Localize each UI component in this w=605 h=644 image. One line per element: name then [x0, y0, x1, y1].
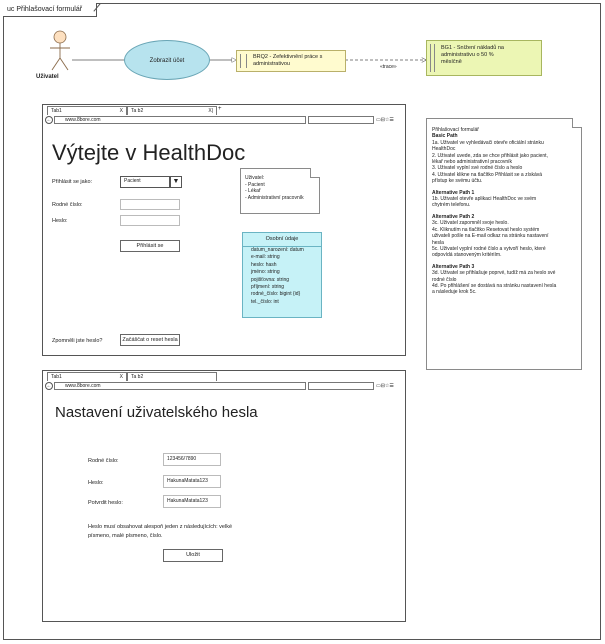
class-attribute: heslo: hash — [251, 261, 277, 268]
class-attribute: datum_narození: datum — [251, 247, 304, 253]
roles-note-line: - Lékař — [245, 188, 261, 195]
diagram-frame-title: uc Přihlašovací formulář — [3, 3, 98, 17]
spec-line: 3c. Uživatel zapomněl svoje heslo. — [432, 220, 509, 227]
reset-password-label: Heslo: — [88, 480, 104, 486]
forgot-password-label: Zpomněli jste heslo? — [52, 338, 103, 344]
requirement-text-line-2: administrativou — [253, 61, 290, 67]
reset-birth-label: Rodné číslo: — [88, 458, 119, 464]
actor-figure — [50, 30, 70, 71]
spec-alt1-head: Alternative Path 1 — [432, 189, 475, 196]
roles-note-line: - Administrativní pracovník — [245, 194, 304, 201]
login-tab-2[interactable]: Ta b2 X| — [127, 106, 217, 115]
reset-tab-2[interactable]: Ta b2 — [127, 372, 217, 381]
roles-note-line: - Pacient — [245, 181, 265, 188]
new-tab-icon[interactable]: + — [218, 106, 222, 112]
reset-password-button[interactable]: Začáščat o reset hesla — [120, 334, 180, 346]
reset-search-bar[interactable] — [308, 382, 374, 390]
trace-label: «trace» — [380, 64, 397, 70]
login-as-select[interactable]: Pacient — [120, 176, 170, 188]
browser-controls-icon[interactable]: ▭⊟☆☰ — [376, 383, 394, 389]
spec-line: lékař nebo administrativní pracovník — [432, 159, 513, 166]
spec-line: 1b. Uživatel otevře aplikaci HealthDoc v… — [432, 196, 537, 203]
personal-data-class: Osobní údaje datum_narození: datum e-mai… — [242, 232, 322, 318]
login-as-label: Přihlásit se jako: — [52, 179, 93, 185]
spec-line: přístup ke svému účtu. — [432, 178, 483, 185]
login-browser-window — [42, 104, 406, 356]
spec-line: 5c. Uživatel vyplní rodné číslo a vytvoř… — [432, 245, 546, 252]
spec-basic-head: Basic Path — [432, 133, 458, 140]
class-attribute: jméno: string — [251, 269, 280, 276]
birth-number-label: Rodné číslo: — [52, 202, 83, 208]
save-button[interactable]: Uložit — [163, 549, 223, 562]
password-label: Heslo: — [52, 218, 68, 224]
spec-alt3-head: Alternative Path 3 — [432, 263, 475, 270]
password-rule-line-2: písmeno, malé písmeno, číslo. — [88, 533, 163, 539]
spec-line: 1a. Uživatel ve vyhledávači otevře ofici… — [432, 139, 544, 146]
spec-line: a následuje krok 5c. — [432, 289, 477, 296]
login-tab-2-label: Ta b2 — [131, 108, 144, 114]
spec-line: 4d. Po přihlášení se dostává na stránku … — [432, 282, 557, 289]
spec-line: 3. Uživatel vyplní své rodné číslo a hes… — [432, 165, 523, 172]
requirement-box: BRQ2 - Zefektivnění práce s administrati… — [236, 50, 346, 72]
requirement-text-line-1: BRQ2 - Zefektivnění práce s — [253, 54, 323, 60]
spec-line: hesla — [432, 239, 444, 246]
spec-line: 4. Uživatel klikne na tlačítko Přihlásit… — [432, 171, 543, 178]
browser-controls-icon[interactable]: ▭⊟☆☰ — [376, 117, 394, 123]
birth-number-input[interactable] — [120, 199, 180, 210]
roles-note: Uživatel: - Pacient - Lékař - Administra… — [240, 168, 320, 214]
password-rule-line-1: Heslo musí obsahovat alespoň jeden z nás… — [88, 524, 233, 530]
password-input[interactable] — [120, 215, 180, 226]
use-case-zobrazit-ucet: Zobrazit účet — [124, 40, 210, 80]
goal-text-line-2: administrativu o 50 % — [441, 52, 494, 58]
goal-text-line-3: měsíčně — [441, 59, 462, 65]
close-icon[interactable]: X — [119, 108, 123, 114]
spec-note: Přihlašovací formulář Basic Path 1a. Uži… — [426, 118, 582, 370]
spec-line: 3d. Uživatel se přihlašuje poprvé, tudíž… — [432, 270, 556, 277]
class-attribute: příjmení: string — [251, 284, 285, 291]
class-attribute: tel._číslo: int — [251, 298, 279, 305]
login-button[interactable]: Přihlásit se — [120, 240, 180, 252]
spec-line: uživateli pošle na E-mail odkaz na strán… — [432, 233, 549, 240]
spec-alt2-head: Alternative Path 2 — [432, 213, 475, 220]
close-icon[interactable]: X — [119, 374, 123, 380]
reset-tab-1[interactable]: Tab1 X — [47, 372, 127, 381]
reset-password-input[interactable]: HakunaMatata123 — [163, 475, 221, 488]
goal-box: BG1 - Snížení nákladů na administrativu … — [426, 40, 542, 76]
reset-url-bar[interactable]: www.8bore.com — [54, 382, 306, 390]
reset-tab-1-label: Tab1 — [51, 374, 62, 380]
reset-birth-input[interactable]: 123456/7890 — [163, 453, 221, 466]
goal-icon — [430, 44, 435, 72]
spec-line: 2. Uživatel uvede, zda se chce přihlásit… — [432, 152, 548, 159]
spec-line: odpovídá stanoveným kritériím. — [432, 252, 502, 259]
login-url-bar[interactable]: www.8bore.com — [54, 116, 306, 124]
login-page-title: Výtejte v HealthDoc — [52, 140, 246, 165]
diagram-frame — [3, 3, 601, 640]
close-icon[interactable]: X| — [208, 108, 213, 114]
reset-confirm-input[interactable]: HakunaMatata123 — [163, 495, 221, 508]
goal-text-line-1: BG1 - Snížení nákladů na — [441, 45, 504, 51]
class-attribute: rodné_číslo: bigint {id} — [251, 291, 301, 298]
spec-line: rodné číslo — [432, 276, 457, 283]
reset-browser-window — [42, 370, 406, 622]
class-attribute: pojišťovna: string — [251, 276, 290, 283]
back-icon[interactable]: ← — [45, 382, 53, 390]
requirement-icon — [240, 54, 247, 68]
reset-page-title: Nastavení uživatelského hesla — [55, 404, 258, 421]
spec-line: 4c. Kliknutím na tlačítko Resetovat hesl… — [432, 226, 540, 233]
spec-line: HealthDoc — [432, 146, 456, 153]
login-tab-1-label: Tab1 — [51, 108, 62, 114]
spec-title: Přihlašovací formulář — [432, 127, 479, 133]
roles-note-line: Uživatel: — [245, 175, 265, 181]
chevron-down-icon[interactable]: ▼ — [170, 176, 182, 188]
login-search-bar[interactable] — [308, 116, 374, 124]
actor-label: Uživatel — [36, 74, 59, 80]
class-title: Osobní údaje — [243, 233, 321, 247]
login-tab-1[interactable]: Tab1 X — [47, 106, 127, 115]
spec-line: chytrém telefonu. — [432, 202, 471, 209]
reset-confirm-label: Potvrdit heslo: — [88, 500, 123, 506]
class-attribute: e-mail: string — [251, 254, 280, 261]
back-icon[interactable]: ← — [45, 116, 53, 124]
